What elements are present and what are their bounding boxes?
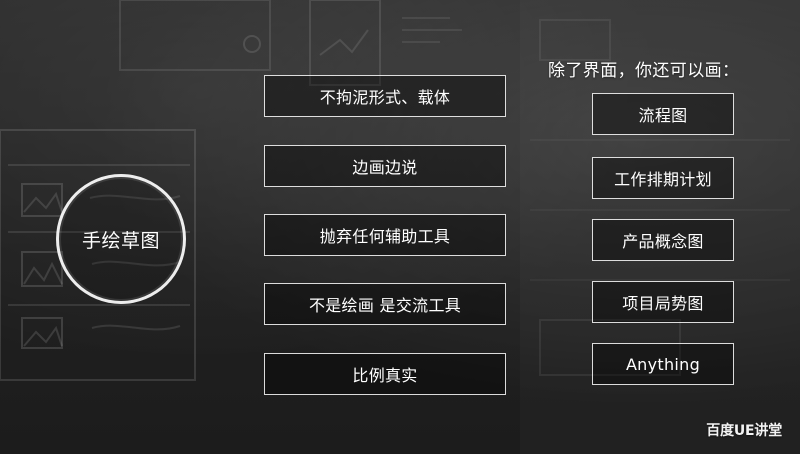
left-item-2-label: 边画边说: [352, 158, 418, 177]
hand-drawn-sketch-circle: 手绘草图: [56, 174, 186, 304]
right-item-2-label: 工作排期计划: [614, 170, 712, 189]
right-item-1: 流程图: [592, 93, 734, 135]
right-item-1-label: 流程图: [638, 106, 688, 125]
brand-logo-text: 百度UE讲堂: [706, 423, 782, 439]
left-item-4-label: 不是绘画 是交流工具: [308, 296, 462, 315]
left-item-2: 边画边说: [264, 145, 506, 187]
right-item-4-label: 项目局势图: [622, 294, 704, 313]
left-item-1-label: 不拘泥形式、载体: [319, 88, 451, 107]
right-item-3: 产品概念图: [592, 219, 734, 261]
left-item-4: 不是绘画 是交流工具: [264, 283, 506, 325]
right-item-5: Anything: [592, 343, 734, 385]
right-item-2: 工作排期计划: [592, 157, 734, 199]
left-item-5: 比例真实: [264, 353, 506, 395]
left-item-3: 抛弃任何辅助工具: [264, 214, 506, 256]
right-item-4: 项目局势图: [592, 281, 734, 323]
right-section-title: 除了界面，你还可以画：: [548, 61, 740, 81]
circle-label: 手绘草图: [81, 229, 160, 252]
right-item-5-label: Anything: [625, 354, 701, 374]
left-item-1: 不拘泥形式、载体: [264, 75, 506, 117]
left-item-3-label: 抛弃任何辅助工具: [319, 227, 451, 246]
left-item-5-label: 比例真实: [352, 366, 418, 385]
right-item-3-label: 产品概念图: [622, 232, 704, 251]
